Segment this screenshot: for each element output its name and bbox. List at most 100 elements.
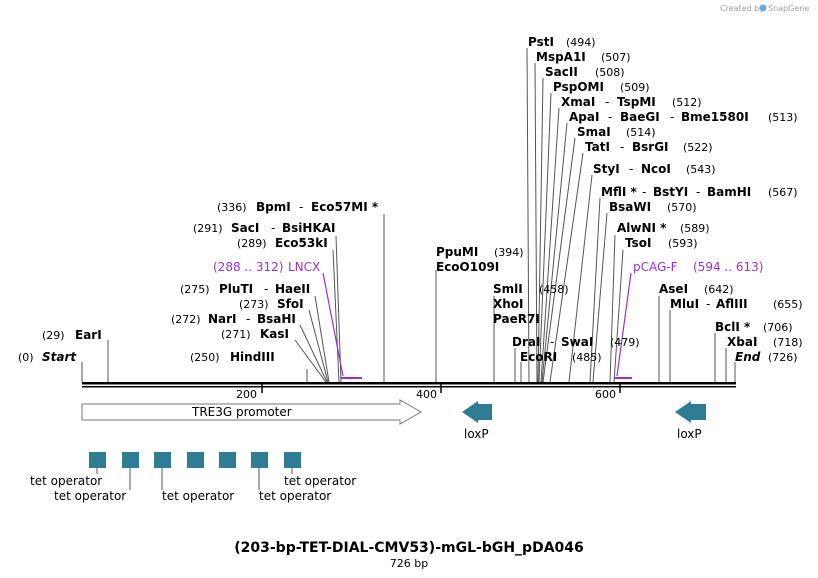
site-apai-baegi-bme1580i[interactable]: ApaI - BaeGI - Bme1580I (513) (569, 110, 798, 124)
site-position: (494) (566, 36, 596, 49)
loxp-arrow-icon (462, 401, 492, 423)
site-sfoi[interactable]: (273) SfoI (239, 297, 304, 311)
site-name: XmaI (561, 95, 595, 109)
site-name: HindIII (230, 350, 275, 364)
primer-range: (594 .. 613) (693, 260, 763, 274)
site-xhoi[interactable]: XhoI (493, 297, 524, 311)
site-position: (718) (773, 336, 803, 349)
promoter-label: TRE3G promoter (191, 405, 292, 419)
site-bcli[interactable]: BclI * (706) (715, 320, 793, 334)
site-name: BsaWI (609, 200, 651, 214)
promoter-arrow-icon (81, 399, 423, 425)
end-label: End (735, 350, 761, 364)
site-mspa1i[interactable]: MspA1I (507) (536, 50, 631, 64)
site-ecoo109i[interactable]: EcoO109I (436, 260, 499, 274)
watermark-brand: SnapGene (768, 4, 809, 13)
site-xmai-tspmi[interactable]: XmaI - TspMI (512) (561, 95, 702, 109)
tet-operator-box[interactable] (284, 452, 301, 468)
loxp-feature-2[interactable]: loxP (675, 401, 706, 441)
site-position: (543) (686, 163, 716, 176)
tet-operator-box[interactable] (154, 452, 171, 468)
site-name: Bme1580I (681, 110, 749, 124)
start-label: Start (42, 350, 77, 364)
site-xbai[interactable]: XbaI (718) (727, 335, 803, 349)
site-separator: - (696, 185, 700, 199)
site-nari-bsahi[interactable]: (272) NarI - BsaHI (171, 312, 296, 326)
site-name: SwaI (561, 335, 593, 349)
site-paer7i[interactable]: PaeR7I (493, 312, 540, 326)
site-name: XbaI (727, 335, 757, 349)
site-separator: - (629, 162, 633, 176)
tet-operator-box[interactable] (89, 452, 106, 468)
site-ecori[interactable]: EcoRI (485) (520, 350, 602, 364)
site-separator: - (620, 140, 624, 154)
site-position: (507) (601, 51, 631, 64)
site-hindiii[interactable]: (250) HindIII (190, 350, 275, 364)
site-name: BstYI (653, 185, 688, 199)
site-ppumi[interactable]: PpuMI (394) (436, 245, 524, 259)
site-name: KasI (260, 327, 289, 341)
site-name: SmaI (577, 125, 611, 139)
site-position: (29) (42, 329, 65, 342)
site-position: (479) (610, 336, 640, 349)
loxp-feature-1[interactable]: loxP (462, 401, 492, 441)
primer-pcag-f[interactable]: pCAG-F (594 .. 613) (633, 260, 763, 274)
site-position: (567) (768, 186, 798, 199)
site-position: (642) (704, 283, 734, 296)
site-tati-bsrgi[interactable]: TatI - BsrGI (522) (585, 140, 713, 154)
site-smai[interactable]: SmaI (514) (577, 125, 656, 139)
site-mfli-bstyi-bamhi[interactable]: MflI * - BstYI - BamHI (567) (601, 185, 798, 199)
tet-operator-label: tet operator (162, 489, 234, 503)
site-eco53ki[interactable]: (289) Eco53kI (237, 236, 328, 250)
site-kasi[interactable]: (271) KasI (221, 327, 289, 341)
site-sacii[interactable]: SacII (508) (545, 65, 625, 79)
site-name: Eco57MI * (311, 200, 379, 214)
site-drai-swai[interactable]: DraI - SwaI (479) (512, 335, 640, 349)
tet-operator-box[interactable] (251, 452, 268, 468)
site-eari[interactable]: (29) EarI (42, 328, 102, 342)
site-position: (513) (768, 111, 798, 124)
primer-lncx[interactable]: (288 .. 312) LNCX (213, 260, 320, 274)
site-name: SacI (231, 221, 259, 235)
site-position: (512) (672, 96, 702, 109)
site-separator: - (550, 335, 554, 349)
site-saci-bsihkai[interactable]: (291) SacI - BsiHKAI (193, 221, 336, 235)
tet-operator-box[interactable] (187, 452, 204, 468)
site-mlui-afliii[interactable]: MluI - AflIII (655) (670, 297, 803, 311)
primer-bar-lncx (341, 377, 362, 379)
snapgene-logo-icon (759, 4, 767, 12)
tet-operator-label: tet operator (284, 474, 356, 488)
site-position: (485) (572, 351, 602, 364)
site-pluti-haeii[interactable]: (275) PluTI - HaeII (180, 282, 310, 296)
tet-operator-label: tet operator (54, 489, 126, 503)
tre3g-promoter-feature[interactable]: TRE3G promoter (81, 399, 423, 425)
site-alwni[interactable]: AlwNI * (589) (617, 221, 710, 235)
site-position: (273) (239, 298, 269, 311)
tet-operator-box[interactable] (219, 452, 236, 468)
site-position: (250) (190, 351, 220, 364)
site-separator: - (271, 221, 275, 235)
tet-operator-group (89, 452, 301, 490)
site-name: BamHI (707, 185, 751, 199)
site-position: (514) (626, 126, 656, 139)
tet-operator-label: tet operator (30, 474, 102, 488)
site-name: Eco53kI (275, 236, 328, 250)
site-name: EcoO109I (436, 260, 499, 274)
site-name: PstI (528, 35, 554, 49)
site-position: (522) (683, 141, 713, 154)
site-smli[interactable]: SmlI (458) (493, 282, 569, 296)
site-pspomi[interactable]: PspOMI (509) (553, 80, 650, 94)
site-name: AseI (659, 282, 688, 296)
site-tsoi[interactable]: TsoI (593) (625, 236, 698, 250)
site-bpmi-eco57mi[interactable]: (336) BpmI - Eco57MI * (217, 200, 379, 214)
site-position: (706) (763, 321, 793, 334)
site-separator: - (608, 110, 612, 124)
site-position: (589) (680, 222, 710, 235)
tet-operator-box[interactable] (122, 452, 139, 468)
site-psti[interactable]: PstI (494) (528, 35, 596, 49)
site-asei[interactable]: AseI (642) (659, 282, 734, 296)
site-name: ApaI (569, 110, 599, 124)
site-styi-ncoi[interactable]: StyI - NcoI (543) (593, 162, 716, 176)
site-bsawi[interactable]: BsaWI (570) (609, 200, 697, 214)
site-name: TatI (585, 140, 610, 154)
